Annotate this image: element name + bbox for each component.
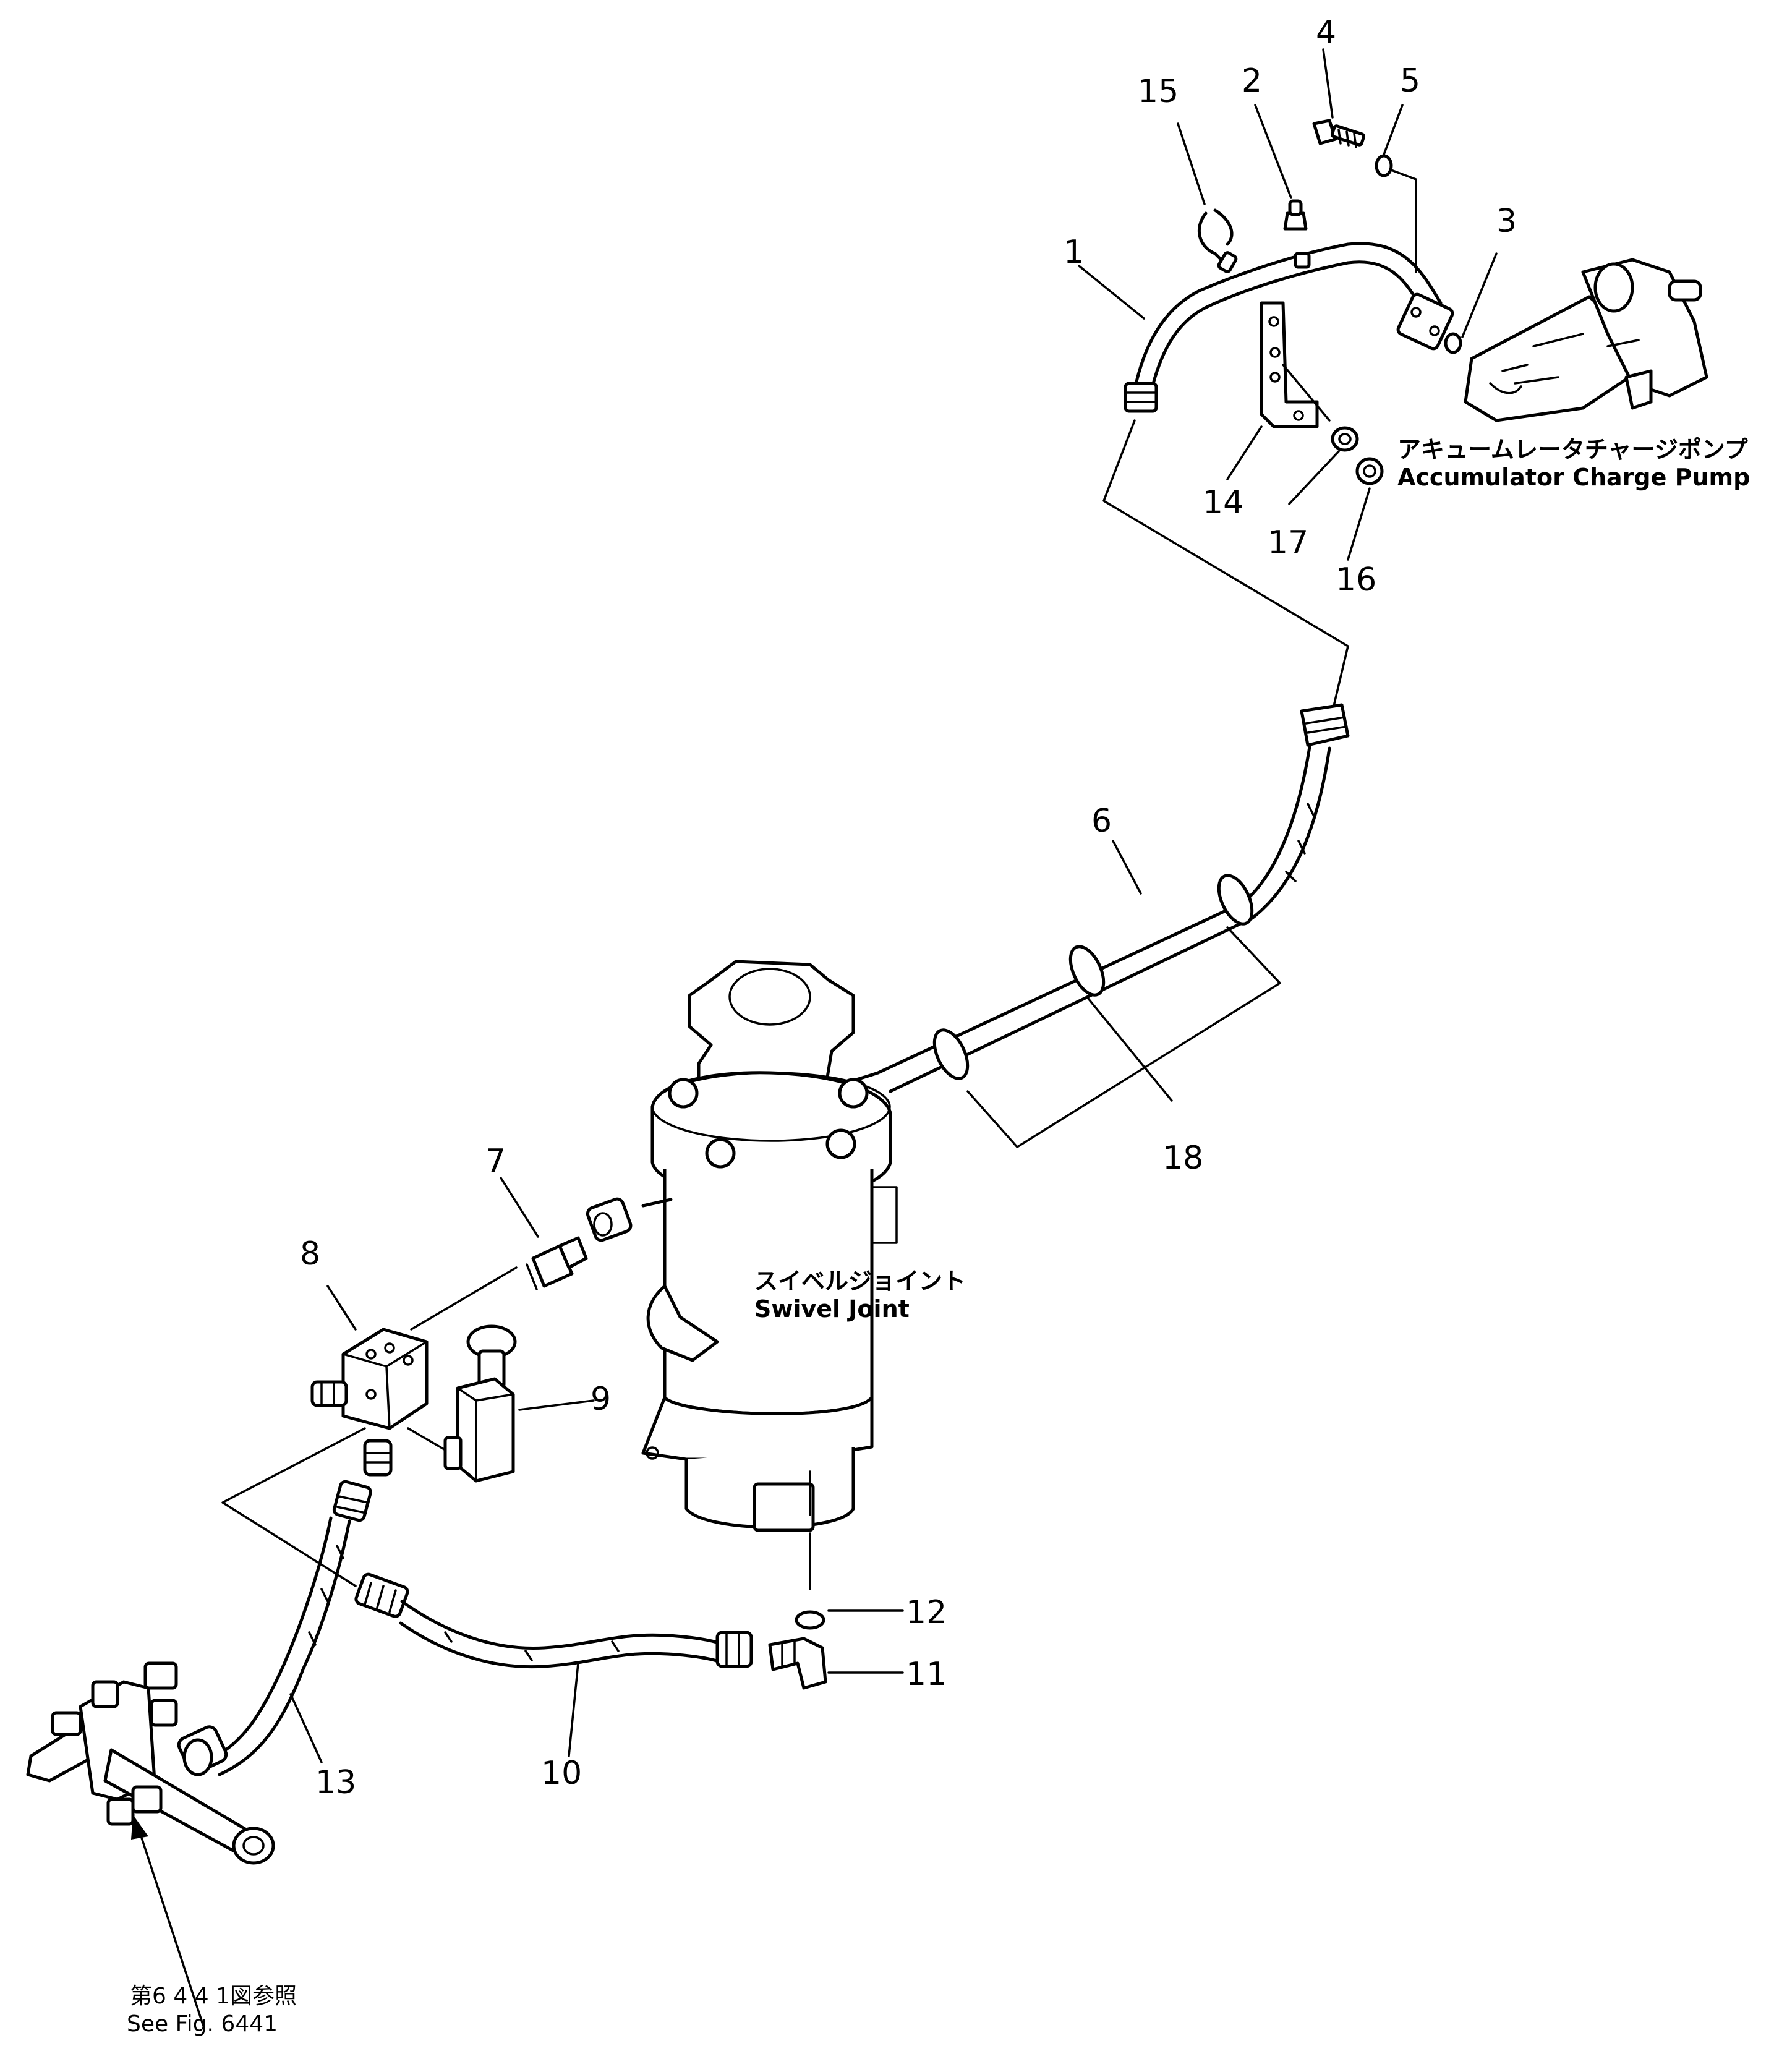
block-8 [310, 1328, 429, 1477]
callout-6: 6 [1091, 803, 1112, 840]
valve-9 [407, 1324, 517, 1483]
swivel-joint [641, 960, 898, 1532]
swivel-label-en: Swivel Joint [754, 1295, 910, 1323]
accumulator-charge-pump [1464, 258, 1708, 422]
callout-16: 16 [1336, 561, 1376, 599]
callout-8: 8 [300, 1235, 320, 1273]
leader-18 [1087, 997, 1173, 1102]
pipe-1 [1124, 242, 1454, 413]
bolt-to-flange-line [1390, 169, 1417, 273]
callout-2: 2 [1242, 62, 1262, 100]
callout-4: 4 [1316, 14, 1336, 51]
connection-line-1-6 [1102, 419, 1349, 712]
reference-label-en: See Fig. 6441 [127, 2011, 278, 2037]
connection-line-7-8 [410, 1266, 518, 1331]
callout-18: 18 [1162, 1140, 1203, 1177]
callout-10: 10 [541, 1755, 582, 1792]
washer-17 [1331, 426, 1359, 452]
callout-7: 7 [485, 1143, 506, 1180]
nut-16 [1355, 457, 1384, 485]
callout-14: 14 [1203, 484, 1243, 521]
bracket-14 [1260, 301, 1331, 428]
bolt-4 [1312, 119, 1366, 148]
clamp-bracket-lines [966, 926, 1281, 1148]
captions: アキュームレータチャージポンプ Accumulator Charge Pump … [127, 436, 1750, 2037]
cross-manifold [26, 1661, 275, 1865]
callout-numbers: 1 2 3 4 5 6 7 8 9 10 11 12 13 14 15 16 1… [300, 14, 1517, 1801]
callout-15: 15 [1138, 73, 1179, 110]
hose-10 [354, 1572, 753, 1669]
leader-lines [289, 48, 1498, 1763]
callout-3: 3 [1496, 203, 1517, 240]
pump-label-en: Accumulator Charge Pump [1397, 464, 1750, 491]
callout-12: 12 [906, 1594, 947, 1631]
hose-6 [836, 703, 1350, 1093]
union-7 [526, 1236, 588, 1290]
reference-arrow [138, 1829, 205, 2029]
callout-1: 1 [1064, 234, 1084, 271]
callout-17: 17 [1268, 524, 1308, 561]
arrowhead [131, 1815, 148, 1840]
callout-13: 13 [315, 1764, 356, 1801]
elbow-11 [768, 1637, 827, 1690]
callout-9: 9 [591, 1381, 611, 1418]
connection-line-8-hoses [221, 1427, 366, 1587]
callout-11: 11 [906, 1656, 947, 1693]
clip-15 [1197, 208, 1238, 273]
callout-5: 5 [1400, 62, 1420, 100]
swivel-fitting [586, 1197, 633, 1242]
pump-label-jp: アキュームレータチャージポンプ [1397, 436, 1748, 463]
washer-5 [1375, 154, 1393, 177]
o-ring-12 [795, 1610, 825, 1630]
hose-13 [177, 1480, 372, 1776]
o-ring-3 [1444, 332, 1462, 354]
reference-label-jp: 第6 4 4 1図参照 [130, 1984, 297, 2009]
grease-nipple-2 [1283, 199, 1308, 231]
swivel-label-jp: スイベルジョイント [754, 1268, 966, 1295]
